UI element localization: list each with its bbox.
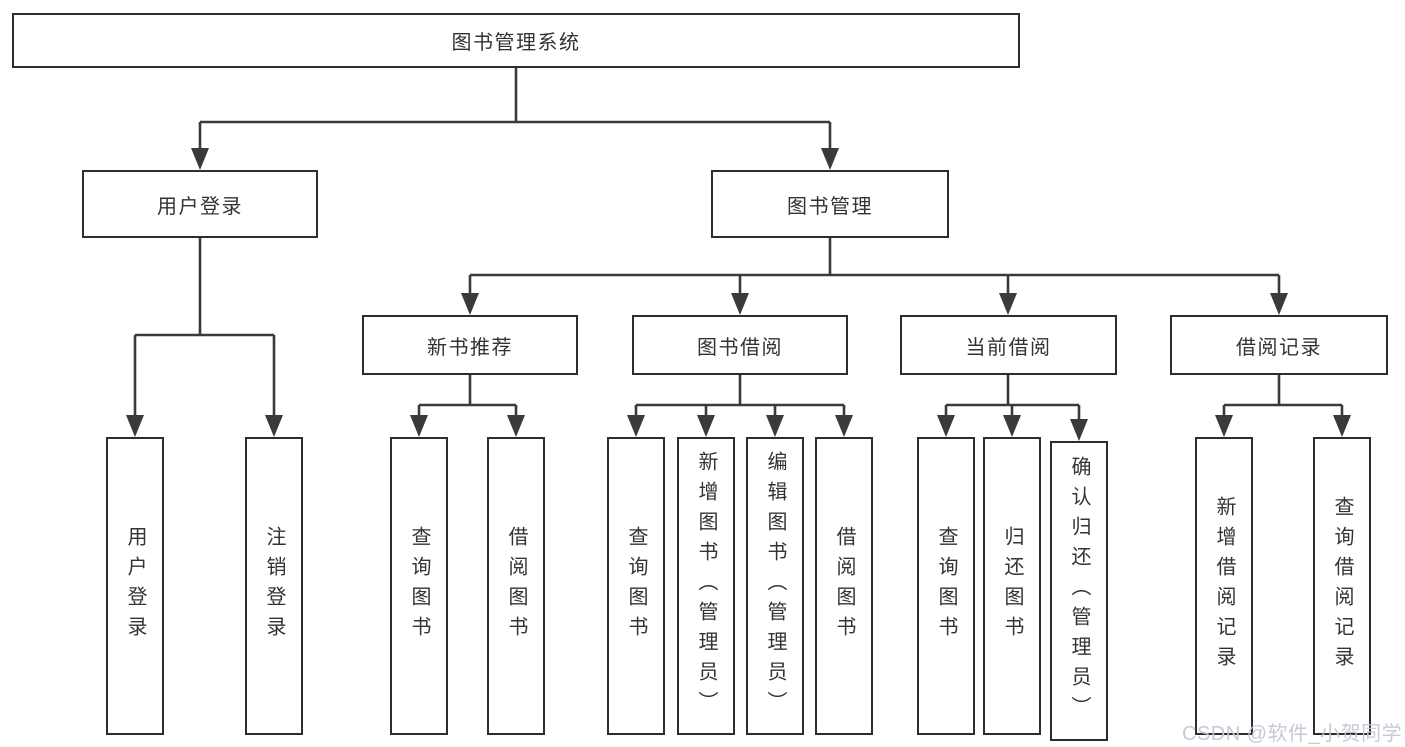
node-label: 用户登录 bbox=[124, 526, 146, 646]
arrowheads bbox=[126, 148, 1351, 441]
csdn-watermark: CSDN @软件_小贺同学 bbox=[1182, 723, 1403, 745]
node-current-borrowing: 当前借阅 bbox=[900, 315, 1117, 375]
node-label: 查询借阅记录 bbox=[1331, 496, 1353, 676]
node-library-system: 图书管理系统 bbox=[12, 13, 1020, 68]
node-label: 借阅记录 bbox=[1236, 336, 1322, 359]
node-label: 确认归还（管理员） bbox=[1068, 456, 1090, 726]
node-book-management: 图书管理 bbox=[711, 170, 949, 238]
node-label: 查询图书 bbox=[625, 526, 647, 646]
node-label: 图书借阅 bbox=[697, 336, 783, 359]
leaf-add-borrow-record: 新增借阅记录 bbox=[1195, 437, 1253, 735]
node-label: 借阅图书 bbox=[833, 526, 855, 646]
node-label: 借阅图书 bbox=[505, 526, 527, 646]
node-borrowing-records: 借阅记录 bbox=[1170, 315, 1388, 375]
leaf-confirm-return-admin: 确认归还（管理员） bbox=[1050, 441, 1108, 741]
node-label: 查询图书 bbox=[935, 526, 957, 646]
node-new-book-recommend: 新书推荐 bbox=[362, 315, 578, 375]
leaf-edit-book-admin: 编辑图书（管理员） bbox=[746, 437, 804, 735]
leaf-query-borrow-record: 查询借阅记录 bbox=[1313, 437, 1371, 735]
leaf-query-books-borrowing: 查询图书 bbox=[607, 437, 665, 735]
node-label: 新书推荐 bbox=[427, 336, 513, 359]
connector-paths bbox=[133, 68, 1344, 425]
node-label: 新增借阅记录 bbox=[1213, 496, 1235, 676]
node-label: 编辑图书（管理员） bbox=[764, 451, 786, 721]
node-user-login: 用户登录 bbox=[82, 170, 318, 238]
node-label: 用户登录 bbox=[157, 195, 243, 218]
node-label: 当前借阅 bbox=[965, 336, 1052, 359]
leaf-user-login: 用户登录 bbox=[106, 437, 164, 735]
node-label: 新增图书（管理员） bbox=[695, 451, 717, 721]
leaf-borrow-books-recommend: 借阅图书 bbox=[487, 437, 545, 735]
leaf-return-book: 归还图书 bbox=[983, 437, 1041, 735]
leaf-query-books-current: 查询图书 bbox=[917, 437, 975, 735]
node-label: 查询图书 bbox=[408, 526, 430, 646]
node-label: 图书管理 bbox=[787, 195, 873, 218]
node-book-borrowing: 图书借阅 bbox=[632, 315, 848, 375]
node-label: 注销登录 bbox=[263, 526, 285, 646]
leaf-add-book-admin: 新增图书（管理员） bbox=[677, 437, 735, 735]
node-label: 图书管理系统 bbox=[451, 32, 581, 54]
leaf-logout: 注销登录 bbox=[245, 437, 303, 735]
leaf-borrow-books-borrowing: 借阅图书 bbox=[815, 437, 873, 735]
node-label: 归还图书 bbox=[1001, 526, 1023, 646]
leaf-query-books-recommend: 查询图书 bbox=[390, 437, 448, 735]
